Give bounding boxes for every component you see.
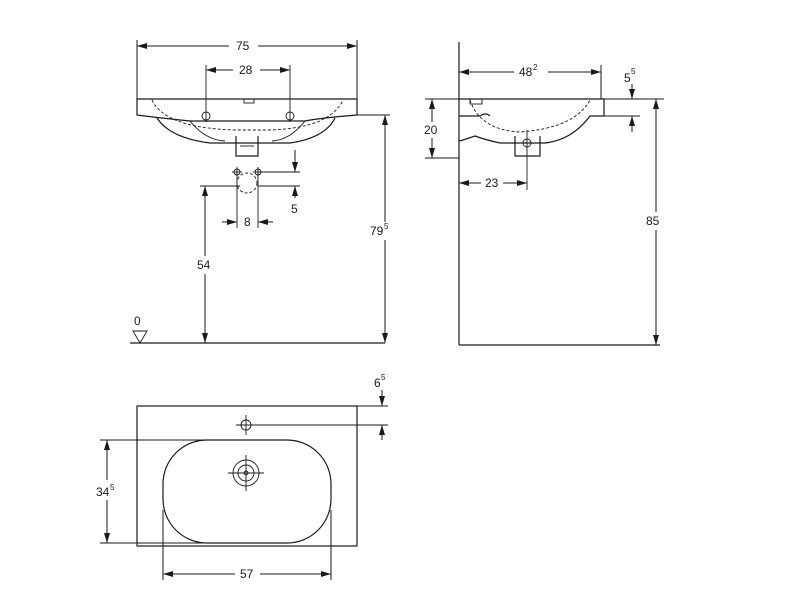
dim-total-height: 85 [646, 214, 660, 228]
arrow-icon [202, 186, 208, 196]
hidden-bowl-line [151, 99, 344, 131]
dim-tap-offset-sup: 5 [381, 373, 386, 382]
arrow-icon [379, 425, 385, 435]
arrow-icon [382, 115, 388, 125]
dim-bowl-depth-sup: 5 [110, 483, 115, 492]
arrow-icon [429, 148, 435, 158]
arrow-icon [104, 533, 110, 543]
arrow-icon [591, 69, 601, 75]
arrow-icon [379, 396, 385, 406]
siphon [235, 136, 259, 157]
arrow-icon [280, 67, 290, 73]
dim-bowl-depth: 34 [96, 485, 110, 499]
front-view: 0 75 [130, 39, 390, 344]
arrow-icon [206, 67, 216, 73]
arrow-icon [629, 116, 635, 126]
basin-side-inner [459, 113, 491, 117]
dim-bowl-width: 57 [240, 567, 254, 581]
arrow-icon [382, 333, 388, 343]
basin-body [156, 117, 336, 144]
dim-bowl-height: 20 [424, 123, 438, 137]
arrow-icon [292, 186, 298, 196]
plan-view: 6 5 34 5 57 [96, 373, 388, 581]
basin-right-curve [271, 120, 306, 142]
hidden-bowl-line [469, 99, 591, 133]
basin-side [458, 98, 605, 144]
arrow-icon [227, 219, 237, 225]
arrow-icon [163, 571, 173, 577]
floor-level-label: 0 [134, 314, 141, 328]
arrow-icon [653, 335, 659, 345]
arrow-icon [459, 180, 469, 186]
dim-rim-thickness: 5 [624, 71, 631, 85]
arrow-icon [347, 43, 357, 49]
level-marker-icon [132, 330, 148, 344]
arrow-icon [104, 440, 110, 450]
arrow-icon [258, 219, 268, 225]
dim-width-overall: 75 [236, 39, 250, 53]
arrow-icon [429, 99, 435, 109]
dim-tap-spacing: 28 [239, 63, 253, 77]
arrow-icon [517, 180, 527, 186]
dim-rim-height: 79 [370, 224, 384, 238]
arrow-icon [202, 333, 208, 343]
dim-waste-height: 54 [197, 258, 211, 272]
dim-waste-width: 8 [244, 215, 251, 229]
dim-tap-offset: 6 [374, 376, 381, 390]
dim-depth-sup: 2 [533, 63, 538, 72]
bowl-outline [162, 439, 332, 544]
side-view: 48 2 5 5 20 23 85 [424, 42, 664, 346]
overflow-slot [243, 98, 255, 104]
arrow-icon [292, 162, 298, 172]
basin-left-curve [189, 120, 226, 142]
dim-depth: 48 [519, 65, 533, 79]
waste-outlet [236, 172, 258, 194]
dim-waste-distance: 23 [485, 176, 499, 190]
arrow-icon [653, 99, 659, 109]
dim-rim-thickness-sup: 5 [631, 67, 636, 76]
arrow-icon [459, 69, 469, 75]
arrow-icon [629, 89, 635, 99]
basin-outline [136, 405, 358, 547]
arrow-icon [137, 43, 147, 49]
dim-waste-offset: 5 [291, 202, 298, 216]
overflow-slot [469, 98, 483, 105]
dim-rim-height-sup: 5 [384, 222, 389, 231]
arrow-icon [321, 571, 331, 577]
siphon [514, 136, 541, 157]
